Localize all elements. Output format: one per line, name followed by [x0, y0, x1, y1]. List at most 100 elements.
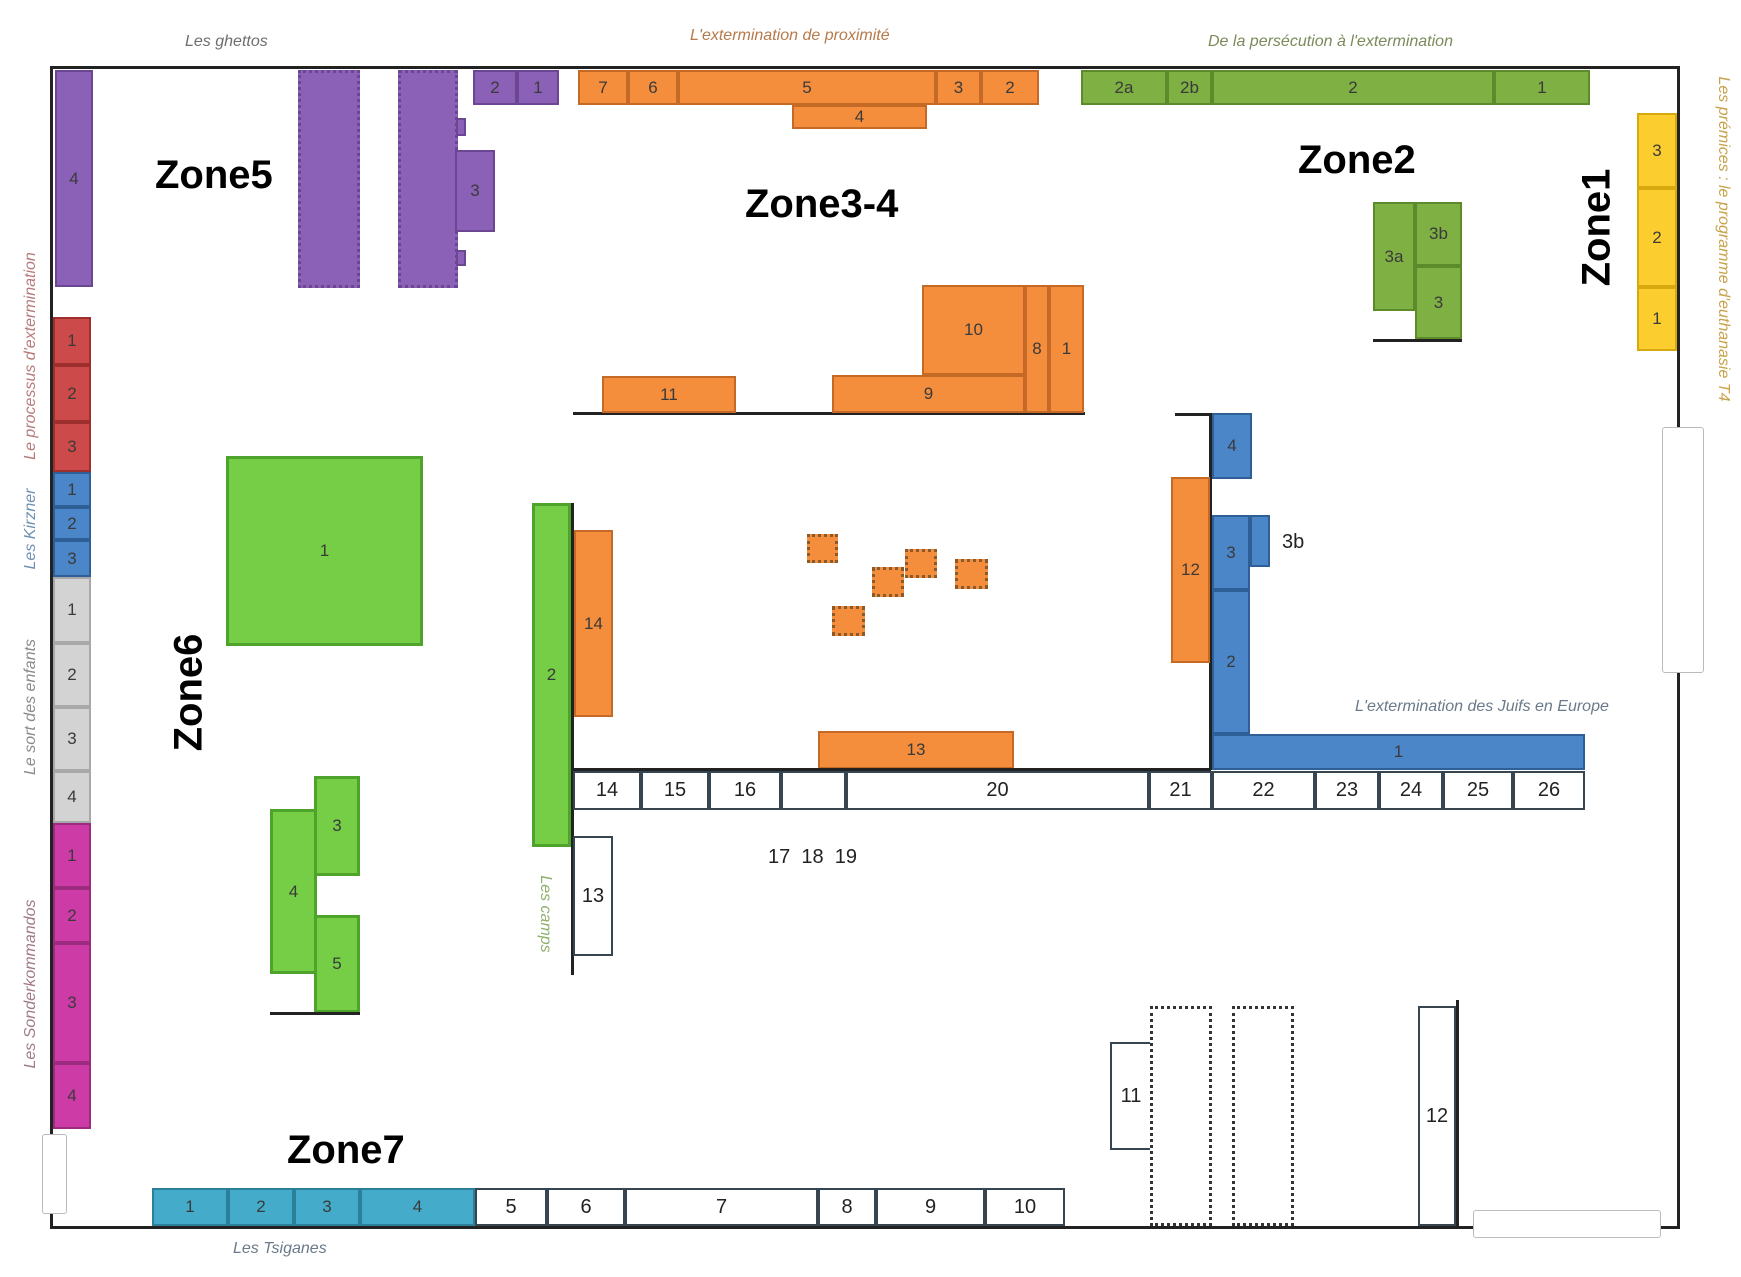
panel-zone2-2[interactable]: 2 — [1212, 70, 1494, 105]
panel-zone7-10[interactable]: 10 — [985, 1188, 1065, 1226]
panel-zone34-4[interactable]: 4 — [792, 105, 927, 129]
panel-zone34-10[interactable]: 10 — [922, 285, 1025, 375]
panel-camps-2[interactable]: 2 — [532, 503, 571, 847]
panel-zone5-ghetto-b[interactable] — [398, 70, 458, 288]
panel-zone5-3[interactable]: 3 — [455, 150, 495, 232]
panel-camps-22[interactable]: 22 — [1212, 771, 1315, 810]
panel-zone7-8[interactable]: 8 — [818, 1188, 876, 1226]
panel-enfants-4[interactable]: 4 — [53, 771, 91, 823]
panel-camps-17-18-19-label: 17 18 19 — [768, 846, 857, 868]
panel-zone6-5[interactable]: 5 — [314, 915, 360, 1013]
panel-kirzner-3[interactable]: 3 — [53, 540, 91, 577]
panel-bottom-dotted-b[interactable] — [1232, 1006, 1294, 1226]
panel-tsiganes-1[interactable]: 1 — [152, 1188, 228, 1226]
panel-camps-13[interactable]: 13 — [573, 836, 613, 956]
panel-zone5-tab-a — [456, 118, 466, 136]
panel-zone34-13[interactable]: 13 — [818, 731, 1014, 769]
panel-sonderkommandos-4[interactable]: 4 — [53, 1063, 91, 1129]
panel-camps-26[interactable]: 26 — [1513, 771, 1585, 810]
panel-zone7-6[interactable]: 6 — [547, 1188, 625, 1226]
panel-zone34-dotted-square[interactable] — [955, 559, 988, 589]
panel-kirzner-2[interactable]: 2 — [53, 507, 91, 540]
zone2-wall — [1373, 339, 1462, 342]
panel-zone34-3[interactable]: 3 — [936, 70, 981, 105]
panel-zone34-dotted-square[interactable] — [807, 534, 838, 563]
panel-enfants-1[interactable]: 1 — [53, 577, 91, 643]
zone6-wall — [270, 1012, 360, 1015]
camps-divider-wall — [571, 503, 574, 975]
panel-camps-16[interactable]: 16 — [709, 771, 781, 810]
panel-tsiganes-4[interactable]: 4 — [360, 1188, 475, 1226]
panel-zone7-9[interactable]: 9 — [876, 1188, 985, 1226]
panel-processus-3[interactable]: 3 — [53, 422, 91, 472]
panel-enfants-2[interactable]: 2 — [53, 643, 91, 707]
bottom-right-wall — [1456, 1000, 1459, 1226]
panel-zone34-5[interactable]: 5 — [678, 70, 936, 105]
panel-zone1-2[interactable]: 2 — [1637, 188, 1677, 287]
panel-juifs-4[interactable]: 4 — [1212, 413, 1252, 479]
panel-juifs-2[interactable]: 2 — [1212, 590, 1250, 734]
panel-zone5-4[interactable]: 4 — [55, 70, 93, 287]
camps-row-wall — [573, 768, 1211, 771]
zone-label-zone5: Zone5 — [155, 153, 273, 197]
panel-zone2-2a[interactable]: 2a — [1081, 70, 1167, 105]
caption-extermination-juifs: L'extermination des Juifs en Europe — [1355, 698, 1609, 715]
panel-camps-17-19[interactable] — [781, 771, 846, 810]
panel-zone2-1[interactable]: 1 — [1494, 70, 1590, 105]
panel-tsiganes-3[interactable]: 3 — [294, 1188, 360, 1226]
panel-zone34-dotted-square[interactable] — [905, 549, 937, 578]
panel-camps-25[interactable]: 25 — [1443, 771, 1513, 810]
panel-zone2-2b[interactable]: 2b — [1167, 70, 1212, 105]
caption-persecution-extermination: De la persécution à l'extermination — [1208, 33, 1453, 50]
panel-enfants-3[interactable]: 3 — [53, 707, 91, 771]
panel-bottom-12[interactable]: 12 — [1418, 1006, 1456, 1226]
panel-juifs-1[interactable]: 1 — [1212, 734, 1585, 770]
panel-zone5-ghetto-a[interactable] — [298, 70, 360, 288]
panel-camps-23[interactable]: 23 — [1315, 771, 1379, 810]
panel-processus-2[interactable]: 2 — [53, 365, 91, 422]
panel-zone1-1[interactable]: 1 — [1637, 287, 1677, 351]
caption-sort-enfants: Le sort des enfants — [22, 638, 39, 776]
panel-zone34-1[interactable]: 1 — [1049, 285, 1084, 413]
panel-zone34-9[interactable]: 9 — [832, 375, 1025, 413]
panel-zone34-7[interactable]: 7 — [578, 70, 628, 105]
panel-zone5-2[interactable]: 2 — [473, 70, 517, 105]
panel-zone5-1[interactable]: 1 — [517, 70, 559, 105]
panel-camps-24[interactable]: 24 — [1379, 771, 1443, 810]
caption-ghettos: Les ghettos — [185, 33, 268, 50]
panel-sonderkommandos-2[interactable]: 2 — [53, 888, 91, 943]
panel-bottom-11[interactable]: 11 — [1110, 1042, 1152, 1150]
panel-zone7-5[interactable]: 5 — [475, 1188, 547, 1226]
panel-zone6-4[interactable]: 4 — [270, 809, 317, 974]
panel-bottom-dotted-a[interactable] — [1150, 1006, 1212, 1226]
panel-zone7-7[interactable]: 7 — [625, 1188, 818, 1226]
mid-wall — [573, 412, 1085, 415]
panel-zone6-1[interactable]: 1 — [226, 456, 423, 646]
panel-zone6-3[interactable]: 3 — [314, 776, 360, 876]
panel-juifs-3[interactable]: 3 — [1212, 515, 1250, 590]
panel-zone34-8[interactable]: 8 — [1025, 285, 1049, 413]
panel-zone34-dotted-square[interactable] — [872, 567, 904, 597]
panel-sonderkommandos-1[interactable]: 1 — [53, 823, 91, 888]
panel-camps-14[interactable]: 14 — [573, 771, 641, 810]
panel-zone1-3[interactable]: 3 — [1637, 113, 1677, 188]
panel-zone34-11[interactable]: 11 — [602, 376, 736, 413]
panel-tsiganes-2[interactable]: 2 — [228, 1188, 294, 1226]
panel-camps-20[interactable]: 20 — [846, 771, 1149, 810]
panel-zone2-3a[interactable]: 3a — [1373, 202, 1415, 311]
left-door — [42, 1134, 67, 1214]
panel-camps-15[interactable]: 15 — [641, 771, 709, 810]
zone-label-zone1: Zone1 — [1550, 160, 1650, 290]
panel-zone34-6[interactable]: 6 — [628, 70, 678, 105]
panel-processus-1[interactable]: 1 — [53, 317, 91, 365]
panel-camps-21[interactable]: 21 — [1149, 771, 1212, 810]
panel-zone34-14[interactable]: 14 — [574, 530, 613, 717]
panel-zone2-3b[interactable]: 3b — [1415, 202, 1462, 266]
caption-sonderkommandos: Les Sonderkommandos — [22, 899, 39, 1069]
panel-zone34-dotted-square[interactable] — [832, 606, 865, 636]
panel-zone34-2[interactable]: 2 — [981, 70, 1039, 105]
panel-zone34-12[interactable]: 12 — [1171, 477, 1210, 663]
panel-zone2-3[interactable]: 3 — [1415, 266, 1462, 339]
panel-sonderkommandos-3[interactable]: 3 — [53, 943, 91, 1063]
panel-kirzner-1[interactable]: 1 — [53, 472, 91, 507]
